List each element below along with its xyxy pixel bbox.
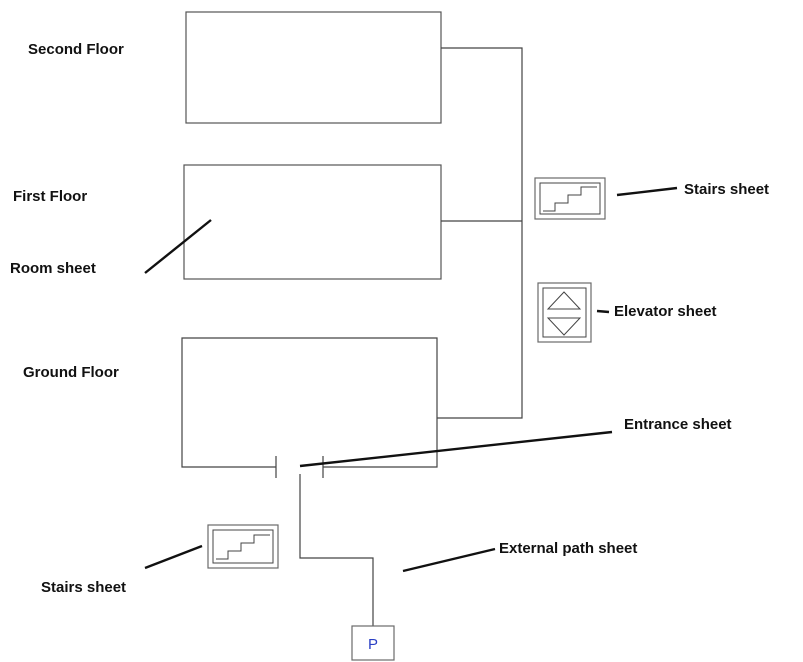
first-floor-room-box <box>183 164 442 280</box>
first-floor-label: First Floor <box>13 188 87 205</box>
stairs-sheet-label-right: Stairs sheet <box>684 181 769 198</box>
stairs-icon <box>534 177 606 220</box>
stairs-icon <box>207 524 279 569</box>
parking-icon <box>351 625 395 661</box>
stairs-sheet-pointer-right <box>616 186 678 197</box>
external-path-line <box>299 474 374 626</box>
entrance-sheet-pointer <box>299 430 613 468</box>
second-floor-label: Second Floor <box>28 41 124 58</box>
parking-letter: P <box>368 636 378 653</box>
room-sheet-pointer <box>144 219 212 274</box>
elevator-sheet-label: Elevator sheet <box>614 303 717 320</box>
stairs-sheet-pointer-left <box>144 544 203 570</box>
ground-floor-room-box <box>181 337 438 468</box>
stairs-sheet-label-left: Stairs sheet <box>41 579 126 596</box>
external-path-sheet-pointer <box>402 547 496 573</box>
external-path-sheet-label: External path sheet <box>499 540 637 557</box>
room-sheet-label: Room sheet <box>10 260 96 277</box>
entrance-sheet-label: Entrance sheet <box>624 416 732 433</box>
elevator-icon <box>537 282 592 343</box>
ground-floor-label: Ground Floor <box>23 364 119 381</box>
elevator-sheet-pointer <box>596 309 610 314</box>
second-floor-room-box <box>185 11 442 124</box>
vertical-connector-line <box>437 47 523 419</box>
